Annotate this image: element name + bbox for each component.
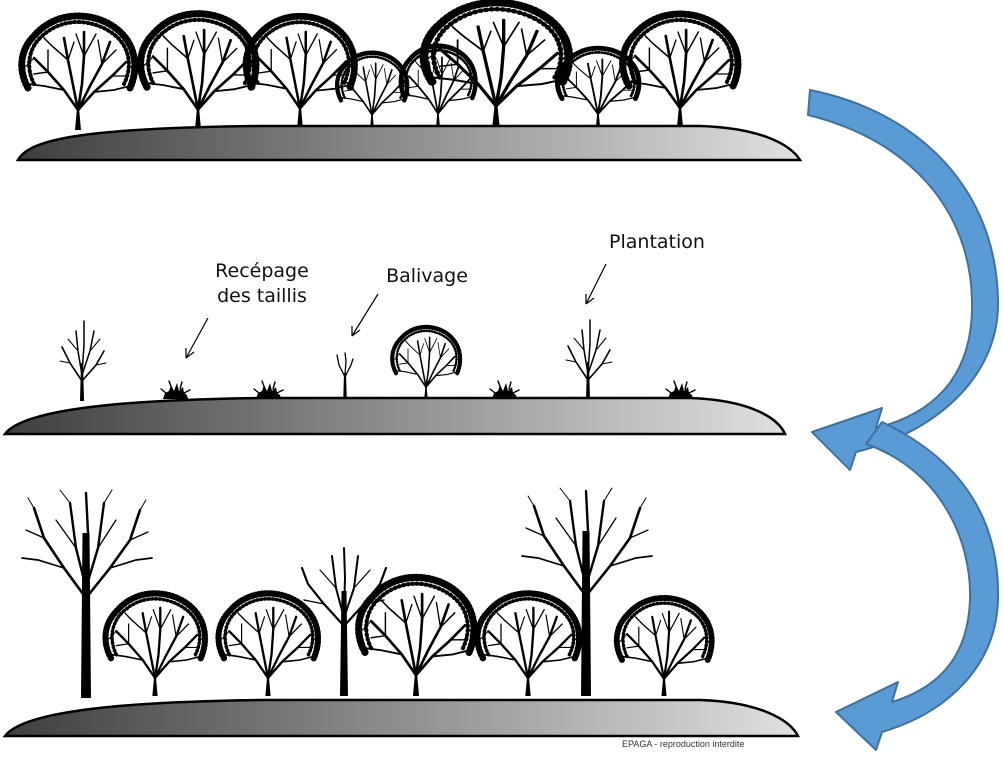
planted-tree-right [565, 319, 613, 401]
label-recepage: Recépage [215, 260, 309, 282]
label-plantation: Plantation [609, 231, 705, 253]
coppice-tree-8 [623, 14, 740, 128]
pointer-plantation [585, 263, 607, 305]
coppice-tree-6 [424, 3, 570, 128]
stump-3 [489, 380, 520, 400]
coppice-tree-1 [22, 16, 136, 130]
curved-arrow-icon-top [807, 89, 1000, 471]
coppice-tree-5 [401, 46, 476, 128]
ground-mound-3 [2, 698, 801, 738]
sapling-balivage [336, 352, 354, 402]
ground-mound-1 [15, 124, 803, 162]
coppice-tree-r3-2 [219, 593, 320, 696]
label-balivage: Balivage [386, 265, 468, 287]
pointer-balivage [351, 293, 379, 337]
row-1-coppice-hedge [15, 3, 803, 162]
coppice-tree-r3-1 [106, 593, 207, 696]
curved-arrow-icon-bottom [835, 421, 1000, 751]
standard-tree-left [20, 488, 154, 700]
coppice-tree-4 [337, 53, 408, 128]
ground-mound-2 [2, 396, 787, 436]
stump-2 [253, 380, 284, 400]
pointer-recepage [185, 317, 209, 359]
row-3-result-hedge: EPAGA - reproduction interdite [2, 486, 801, 749]
coppice-tree-2 [141, 14, 258, 130]
watermark: EPAGA - reproduction interdite [622, 739, 744, 749]
label-des-taillis: des taillis [217, 285, 307, 307]
coppice-tree-r3-3 [359, 577, 476, 696]
row-2-interventions: Recépage des taillis Balivage Plantation [2, 231, 787, 436]
stump-4 [665, 380, 696, 400]
stump-1 [160, 380, 191, 400]
coppice-tree-middle [392, 327, 461, 400]
coppice-tree-r3-5 [617, 598, 713, 696]
planted-tree-left [59, 320, 107, 402]
coppice-tree-r3-4 [477, 593, 580, 696]
